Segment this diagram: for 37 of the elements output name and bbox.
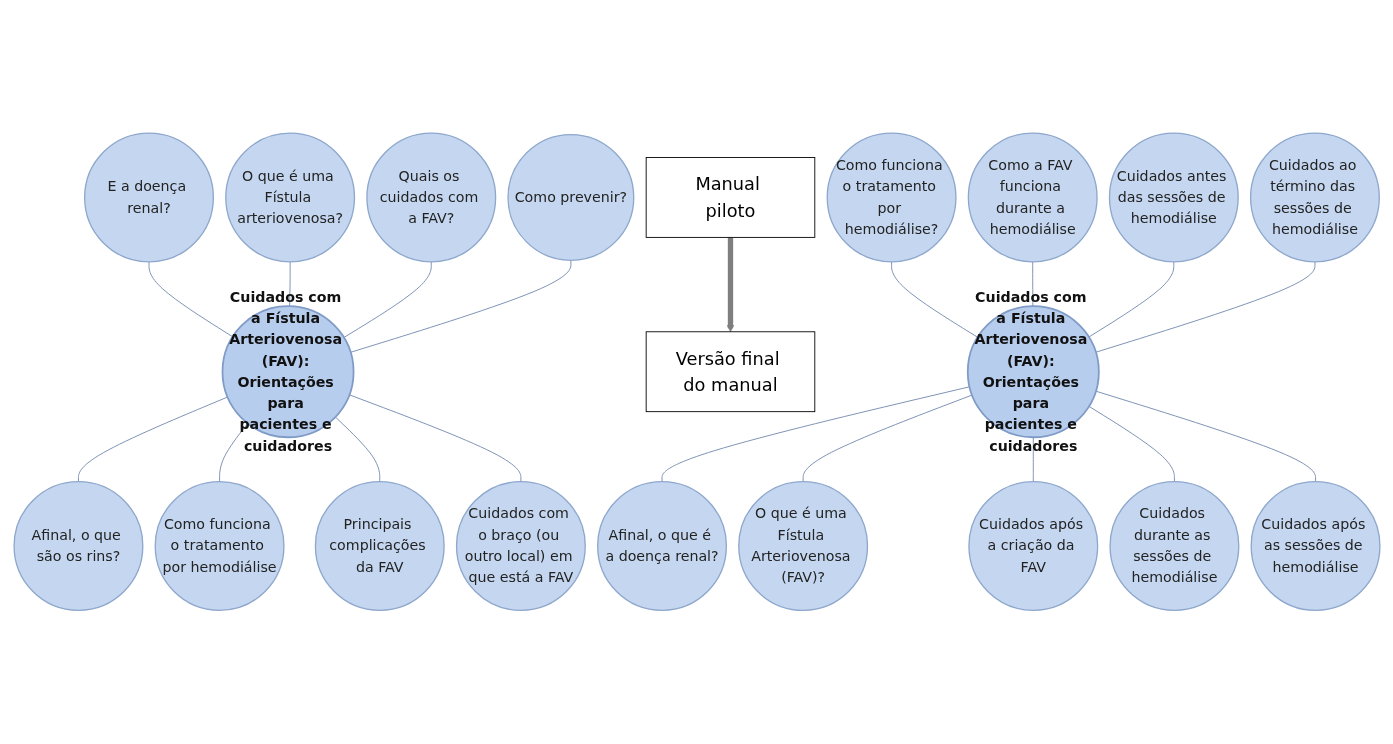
connector (1094, 261, 1315, 353)
node-circle: Quais os cuidados com a FAV? (365, 132, 496, 263)
node-circle: Cuidados antes das sessões de hemodiálise (1108, 132, 1239, 263)
connector (890, 261, 978, 338)
connector (661, 386, 970, 483)
connector (1031, 261, 1033, 307)
connector (334, 416, 380, 483)
connector (343, 261, 432, 339)
connector (1087, 261, 1174, 338)
node-circle: Como prevenir? (506, 134, 634, 262)
node-box: Manual piloto (645, 157, 815, 239)
connector (348, 394, 521, 483)
connector (77, 396, 228, 483)
node-circle: Cuidados durante as sessões de hemodiálise (1108, 481, 1239, 612)
node-circle: Como funciona o tratamento por hemodiálise? (826, 132, 957, 263)
node-circle: Principais complicações da FAV (314, 481, 445, 612)
node-circle: Cuidados ao término das sessões de hemodiálise (1249, 132, 1380, 263)
node-circle: Cuidados após a criação da FAV (967, 481, 1098, 612)
connector (349, 260, 571, 354)
connector (218, 423, 248, 483)
node-box: Versão final do manual (645, 331, 815, 413)
connector (1094, 391, 1316, 483)
node-circle: Afinal, o que são os rins? (12, 481, 143, 612)
connector (148, 261, 233, 338)
node-circle: O que é uma Fístula arteriovenosa? (224, 132, 355, 263)
connector (802, 394, 972, 483)
arrow (726, 237, 734, 333)
connector (1088, 406, 1175, 483)
node-circle: E a doença renal? (83, 132, 214, 263)
node-circle: Cuidados após as sessões de hemodiálise (1250, 481, 1381, 612)
node-circle: Cuidados com o braço (ou outro local) em que está a FAV (455, 481, 586, 612)
connector (1032, 437, 1034, 483)
connector (288, 261, 291, 307)
node-circle: Como funciona o tratamento por hemodiálise (154, 481, 285, 612)
node-circle: Afinal, o que é a doença renal? (596, 481, 727, 612)
node-circle: Como a FAV funciona durante a hemodiálise (967, 132, 1098, 263)
node-circle: O que é uma Fístula Arteriovenosa (FAV)? (737, 481, 868, 612)
